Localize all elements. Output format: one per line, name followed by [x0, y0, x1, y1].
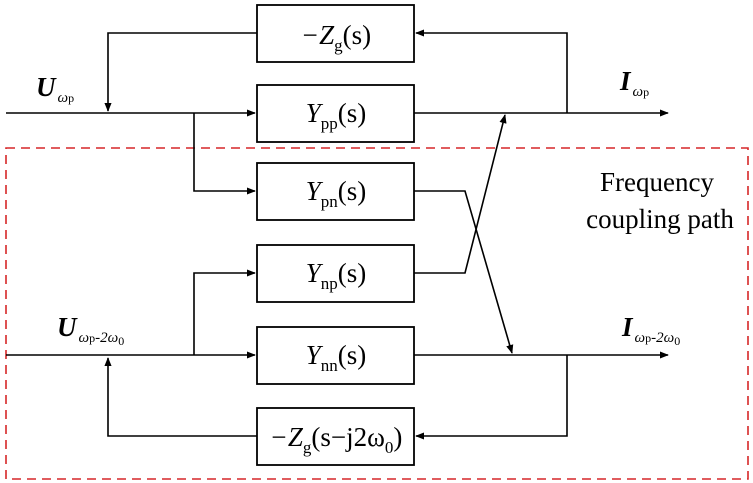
block-zg-bottom	[256, 407, 415, 466]
label-ynn: Ynn(s)	[306, 340, 367, 375]
region-label-line2: coupling path	[586, 204, 734, 234]
wire-ynp-to-ip	[414, 114, 507, 274]
wire-in-to-zg-bottom	[415, 355, 568, 440]
frequency-coupling-region	[5, 147, 749, 480]
wire-zg-bottom-to-un	[104, 357, 257, 437]
label-ypn: Ypn(s)	[306, 176, 367, 211]
region-label-line1: Frequency	[600, 167, 714, 197]
label-ynp: Ynp(s)	[306, 258, 367, 293]
wire-ypn-to-in	[414, 190, 514, 354]
label-zg-top: −Zg(s)	[301, 20, 371, 55]
label-zg-bottom: −Zg(s−j2ω0)	[270, 422, 403, 457]
wire-u-n-to-ynp	[193, 269, 256, 355]
wire-u-p-to-ypn	[193, 113, 256, 195]
block-ypn	[256, 162, 415, 221]
label-ypp: Ypp(s)	[306, 98, 367, 133]
wire-zg-top-to-up	[104, 32, 257, 112]
block-ypp	[256, 84, 415, 143]
block-zg-top	[256, 4, 415, 63]
wire-ip-to-zg-top	[415, 29, 568, 113]
